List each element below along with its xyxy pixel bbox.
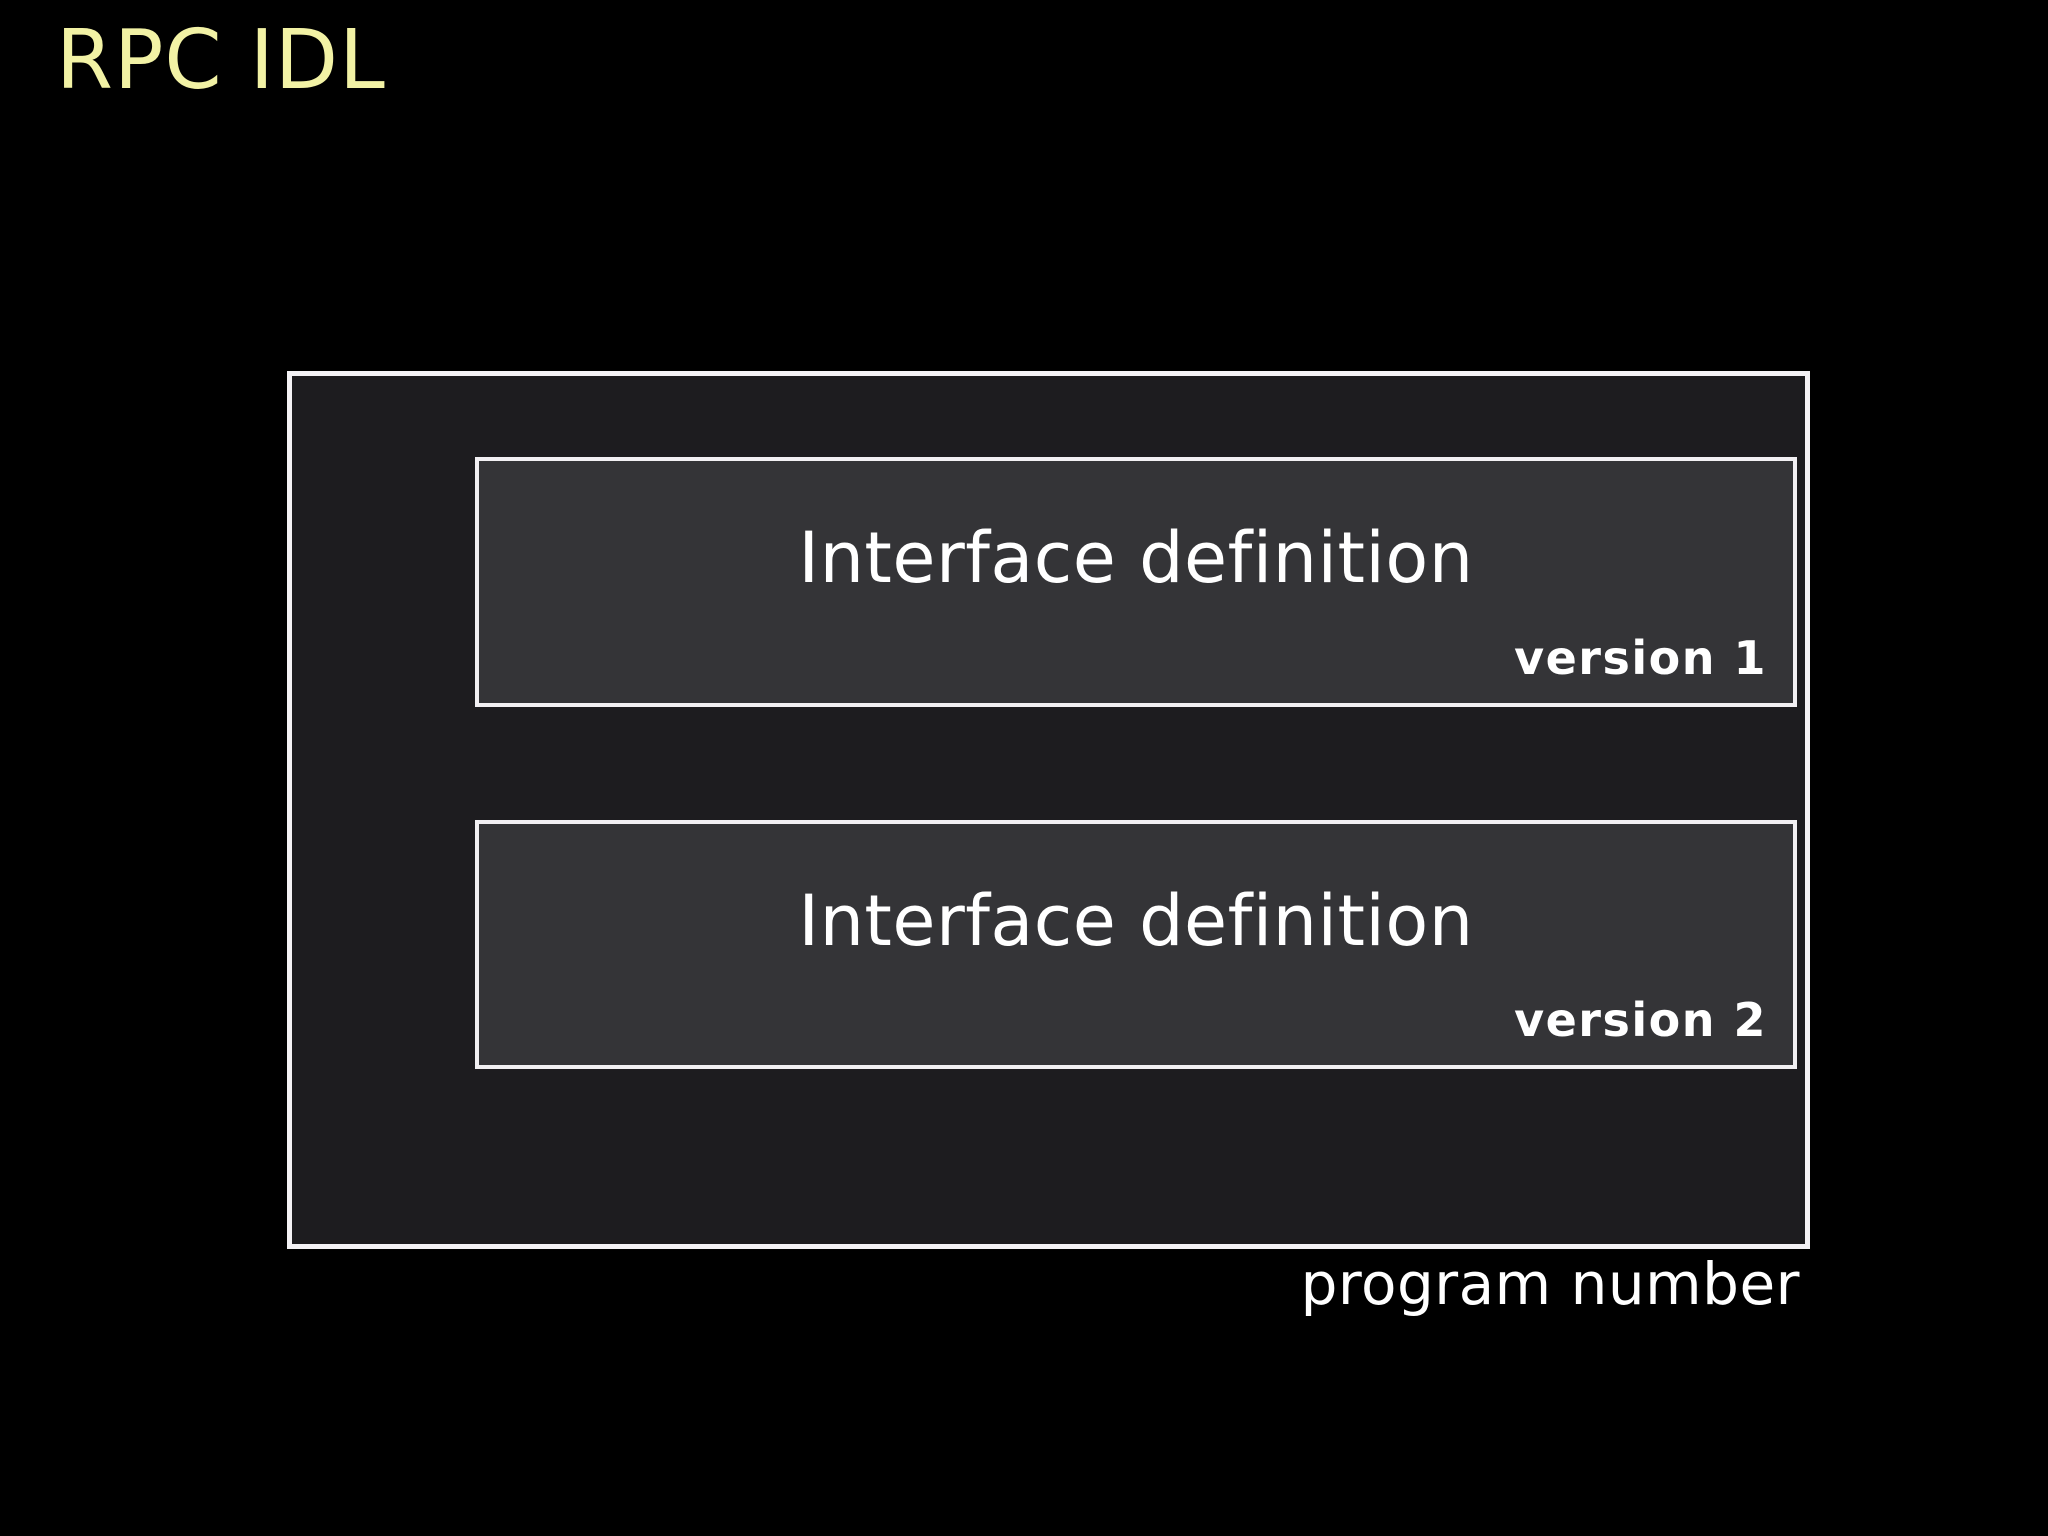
version-label-v2: version 2 xyxy=(1514,993,1767,1047)
interface-definition-box-v2: Interface definition version 2 xyxy=(475,820,1797,1069)
interface-definition-label-v2: Interface definition xyxy=(798,880,1474,962)
interface-definition-box-v1: Interface definition version 1 xyxy=(475,457,1797,707)
page-title: RPC IDL xyxy=(56,13,386,108)
program-number-box: Interface definition version 1 Interface… xyxy=(287,371,1810,1249)
interface-definition-label-v1: Interface definition xyxy=(798,517,1474,599)
program-number-caption: program number xyxy=(1300,1250,1800,1318)
version-label-v1: version 1 xyxy=(1514,631,1767,685)
